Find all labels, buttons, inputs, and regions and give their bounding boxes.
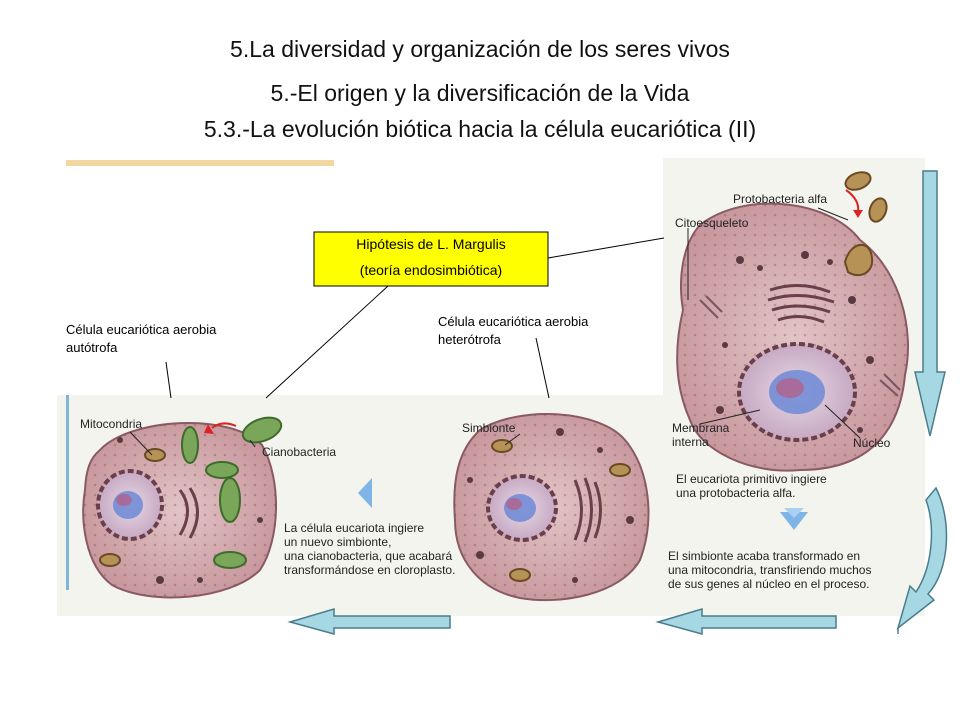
title-line-2: 5.-El origen y la diversificación de la … (270, 80, 690, 106)
caption-autotrofa-2: autótrofa (66, 340, 118, 355)
label-simbionte: Simbionte (462, 421, 516, 435)
label-citoesqueleto: Citoesqueleto (675, 216, 749, 230)
text-transforms-1: El simbionte acaba transformado en (668, 549, 860, 563)
text-chloro-1: La célula eucariota ingiere (284, 521, 424, 535)
label-protobacteria: Protobacteria alfa (733, 192, 827, 206)
connector-left (265, 285, 389, 399)
hypothesis-line-2: (teoría endosimbiótica) (360, 262, 502, 278)
text-chloro-2: un nuevo simbionte, (284, 535, 391, 549)
title-line-1: 5.La diversidad y organización de los se… (230, 36, 730, 62)
ingestion-arrow-2 (211, 422, 237, 429)
cropped-header-band (66, 160, 334, 166)
label-membrana-2: interna (672, 435, 709, 449)
ingestion-arrowhead-2 (204, 424, 214, 434)
protobacteria-alfa (844, 171, 888, 223)
arrow-left-2 (287, 607, 451, 635)
left-edge-bar (66, 395, 69, 590)
arrow-down-right (914, 170, 946, 437)
hypothesis-line-1: Hipótesis de L. Margulis (356, 236, 505, 252)
cell-primitive-eukaryote (676, 202, 909, 472)
arrow-left-1 (655, 607, 837, 635)
text-transforms-3: de sus genes al núcleo en el proceso. (668, 577, 869, 591)
flow-chevron-down (780, 508, 808, 530)
text-chloro-3: una cianobacteria, que acabará (284, 549, 452, 563)
label-mitocondria: Mitocondria (80, 417, 142, 431)
connector-autotrofa (165, 361, 172, 399)
text-transforms-2: una mitocondria, transfiriendo muchos (668, 563, 871, 577)
label-cianobacteria: Cianobacteria (262, 445, 336, 459)
hypothesis-box: Hipótesis de L. Margulis (teoría endosim… (313, 231, 549, 287)
text-ingests-1: El eucariota primitivo ingiere (676, 472, 827, 486)
connector-right (547, 237, 665, 259)
connector-heterotrofa (535, 337, 550, 399)
ingestion-arrowhead-1 (853, 210, 863, 218)
cell-autotroph (82, 422, 277, 599)
title-line-3: 5.3.-La evolución biótica hacia la célul… (203, 116, 757, 142)
text-ingests-2: una protobacteria alfa. (676, 486, 795, 500)
cianobacteria (241, 416, 283, 444)
caption-heterotrofa-2: heterótrofa (438, 332, 502, 347)
text-chloro-4: transformándose en cloroplasto. (284, 563, 455, 577)
caption-heterotrofa-1: Célula eucariótica aerobia (438, 314, 589, 329)
cell-heterotroph (453, 413, 650, 602)
label-nucleo: Núcleo (853, 436, 891, 450)
flow-chevron-left (358, 478, 372, 508)
caption-autotrofa-1: Célula eucariótica aerobia (66, 322, 217, 337)
label-membrana-1: Membrana (672, 421, 730, 435)
